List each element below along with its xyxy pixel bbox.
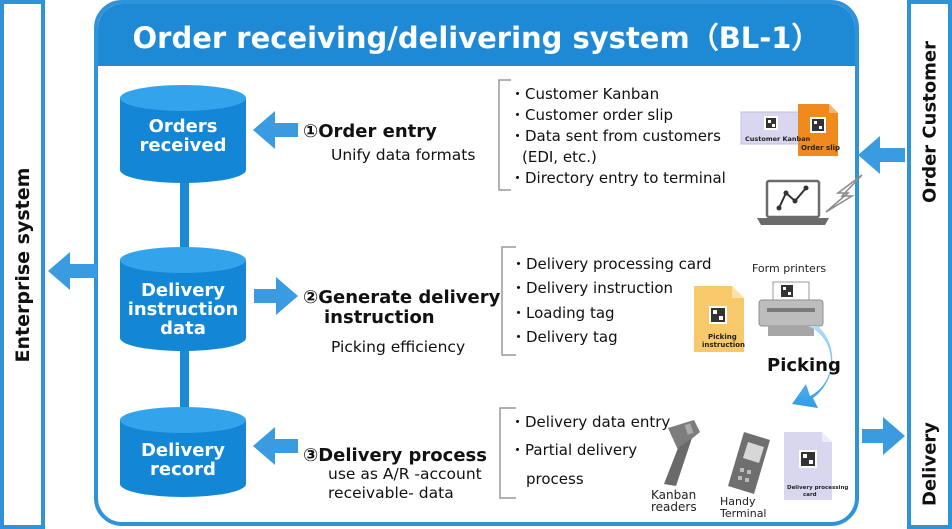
bullet-item: ・Directory entry to terminal	[510, 169, 726, 187]
picking-label: Picking	[767, 355, 841, 376]
db-orders-received-label: Orders received	[120, 117, 246, 155]
db-label-line: record	[150, 459, 216, 480]
page-title: Order receiving/delivering system（BL-1）	[132, 21, 821, 55]
form-printers-label: Form printers	[752, 262, 827, 275]
db-label-line: Orders	[148, 116, 218, 137]
order-slip-doc	[798, 104, 838, 156]
picking-instruction-doc	[694, 286, 744, 352]
bullet-item: ・Delivery instruction	[511, 279, 674, 297]
order-slip-label: Order slip	[801, 144, 841, 152]
customer-kanban-card	[740, 111, 804, 145]
db-label-line: instruction	[127, 299, 239, 320]
handy-terminal-icon	[728, 432, 770, 494]
laptop-icon	[757, 179, 829, 225]
customer-delivery-panel: Order Customer Delivery	[907, 0, 952, 529]
delivery-processing-card-doc	[784, 432, 832, 500]
bullet-item: process	[526, 470, 584, 488]
step-generate-delivery-title2: instruction	[324, 307, 435, 328]
form-printer-icon	[758, 281, 824, 336]
arrow-order-entry	[253, 111, 298, 149]
picking-instruction-label-1: Picking	[708, 333, 737, 341]
step-order-entry-title: ①Order entry	[303, 121, 437, 142]
delivery-card-label-2: card	[803, 492, 817, 498]
db-label-line: data	[160, 318, 206, 339]
step-generate-delivery-title: ②Generate delivery	[303, 287, 501, 308]
picking-instruction-label-2: instruction	[702, 341, 746, 349]
database-delivery-record	[120, 407, 246, 497]
delivery-card-label-1: Delivery processing	[787, 485, 849, 491]
database-delivery-instruction	[120, 247, 246, 351]
lightning-icon	[825, 174, 863, 213]
bullet-item: ・Customer order slip	[510, 106, 674, 124]
bullet-item: ・Data sent from customers	[510, 127, 721, 145]
db-label-line: Delivery	[140, 280, 226, 301]
step-generate-delivery-sub: Picking efficiency	[331, 338, 466, 356]
bullet-item: ・Partial delivery	[510, 441, 638, 459]
bracket-group3	[499, 407, 516, 499]
kanban-readers-label-2: readers	[651, 500, 697, 514]
bullet-item: ・Delivery processing card	[511, 255, 712, 273]
customer-kanban-label: Customer Kanban	[745, 135, 811, 143]
arrow-to-enterprise	[48, 252, 97, 290]
bullet-item: ・Delivery data entry	[510, 413, 671, 431]
kanban-reader-icon	[664, 420, 700, 486]
arrow-delivery-process	[253, 427, 298, 465]
db-label-line: Delivery	[140, 440, 226, 461]
step-delivery-process-sub1: use as A/R -account	[328, 465, 482, 483]
title-bar: Order receiving/delivering system（BL-1）	[98, 4, 855, 66]
picking-curve-arrow	[792, 326, 833, 408]
db-delivery-instruction-label: Delivery instruction data	[120, 281, 246, 338]
bullet-item: ・Loading tag	[511, 304, 615, 322]
step-order-entry-sub: Unify data formats	[331, 146, 476, 164]
arrow-from-customer	[858, 136, 905, 174]
step-delivery-process-title: ③Delivery process	[303, 445, 487, 466]
database-orders-received	[120, 85, 246, 183]
step-delivery-process-sub2: receivable- data	[328, 484, 454, 502]
db-label-line: received	[139, 135, 227, 156]
kanban-readers-label-1: Kanban	[651, 488, 697, 502]
bullet-item: ・Delivery tag	[511, 328, 618, 346]
enterprise-system-panel: Enterprise system	[0, 0, 45, 529]
arrow-to-delivery	[862, 417, 905, 455]
bullet-item: (EDI, etc.)	[522, 148, 597, 166]
main-frame: Order receiving/delivering system（BL-1）	[94, 0, 859, 526]
bracket-group2	[501, 246, 516, 356]
bullet-item: ・Customer Kanban	[510, 85, 660, 103]
bracket-group1	[498, 79, 511, 191]
db-delivery-record-label: Delivery record	[120, 441, 246, 479]
handy-terminal-label-1: Handy	[720, 495, 756, 508]
arrow-generate-delivery	[254, 277, 298, 315]
handy-terminal-label-2: Terminal	[720, 507, 767, 520]
